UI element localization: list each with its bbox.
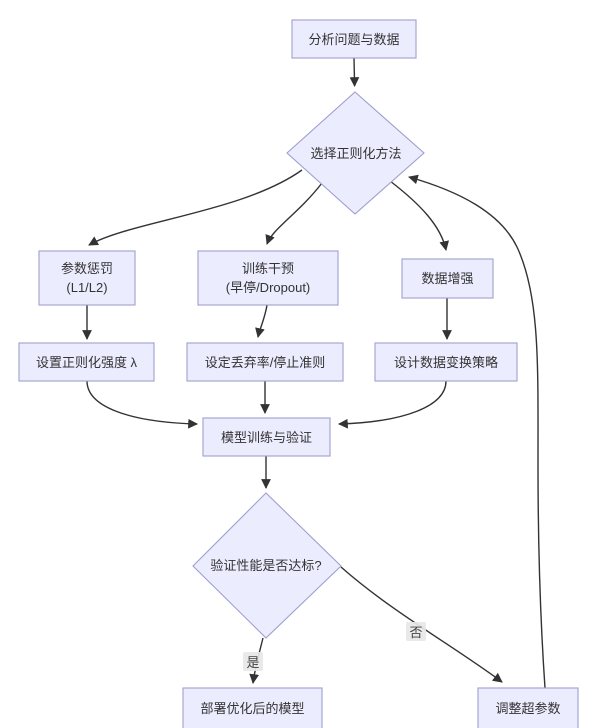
set-lambda-node-shape (18, 342, 155, 382)
train-validate-node-shape (202, 417, 331, 457)
data-augment-node-shape (401, 258, 494, 299)
select-method-node-shape (286, 91, 425, 215)
edge-select-to-augment (389, 180, 449, 251)
edge-transform-to-train (338, 380, 447, 429)
edge-check-to-tune (340, 566, 503, 683)
edge-select-to-intervention (265, 182, 323, 245)
edge-intervention-to-dropout (255, 304, 268, 338)
tune-hparams-node-shape (477, 687, 579, 728)
param-penalty-node-shape (38, 250, 136, 306)
check-performance-node-shape (192, 492, 342, 639)
design-transform-node-shape (374, 342, 518, 382)
analyze-node-shape (291, 19, 417, 59)
deploy-node-shape (182, 687, 323, 728)
train-intervention-node-shape (197, 250, 339, 306)
edge-analyze-to-select (349, 57, 360, 87)
edge-check-to-deploy (249, 637, 264, 684)
edge-tune-to-select (408, 174, 546, 689)
set-dropout-node-shape (186, 342, 344, 382)
edge-lambda-to-train (86, 380, 198, 429)
edge-select-to-penalty (88, 169, 303, 246)
